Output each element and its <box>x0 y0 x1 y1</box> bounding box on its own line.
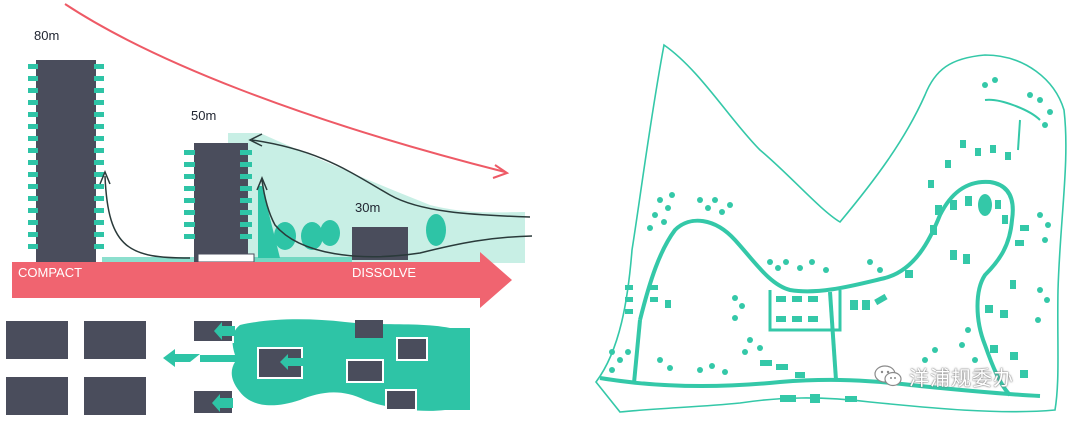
height-label-80m: 80m <box>34 28 59 43</box>
site-plan <box>594 43 1067 413</box>
green-flow-shape <box>200 319 470 411</box>
watermark-text: 洋浦规委办 <box>909 365 1014 390</box>
flow-curve-to-80m-arrowhead <box>99 170 111 185</box>
dissolve-plan <box>163 319 470 415</box>
flow-curve-to-50m-mid <box>261 179 533 258</box>
flow-curve-to-50m-top-arrowhead <box>248 133 263 147</box>
decreasing-height-curve <box>64 3 506 173</box>
tree-dots <box>609 77 1053 375</box>
tower-50m <box>184 143 255 264</box>
decreasing-height-curve-arrowhead <box>492 164 510 179</box>
west-flow-arrow <box>163 349 200 367</box>
flow-curve-to-50m-top <box>251 139 531 218</box>
trees <box>274 214 446 250</box>
tower-80m <box>28 60 104 264</box>
north-lane <box>984 98 1041 151</box>
dissolve-label: DISSOLVE <box>352 265 416 280</box>
central-road <box>828 291 838 381</box>
building-30m <box>352 227 408 260</box>
housing-clusters <box>625 140 1029 403</box>
flow-curve-to-80m <box>104 175 191 259</box>
density-section: 80m 50m <box>12 3 533 308</box>
site-boundary <box>594 43 1067 413</box>
wechat-icon <box>874 365 902 387</box>
watermark: 洋浦规委办 <box>873 361 1043 391</box>
height-label-50m: 50m <box>191 108 216 123</box>
compact-dissolve-arrow <box>12 252 512 308</box>
inner-loop-road <box>768 290 842 332</box>
compact-label: COMPACT <box>18 265 82 280</box>
compact-blocks <box>6 321 146 415</box>
height-label-30m: 30m <box>355 200 380 215</box>
flow-curve-to-50m-mid-arrowhead <box>256 176 268 191</box>
west-spur-road <box>632 319 642 384</box>
south-road <box>599 376 1041 398</box>
